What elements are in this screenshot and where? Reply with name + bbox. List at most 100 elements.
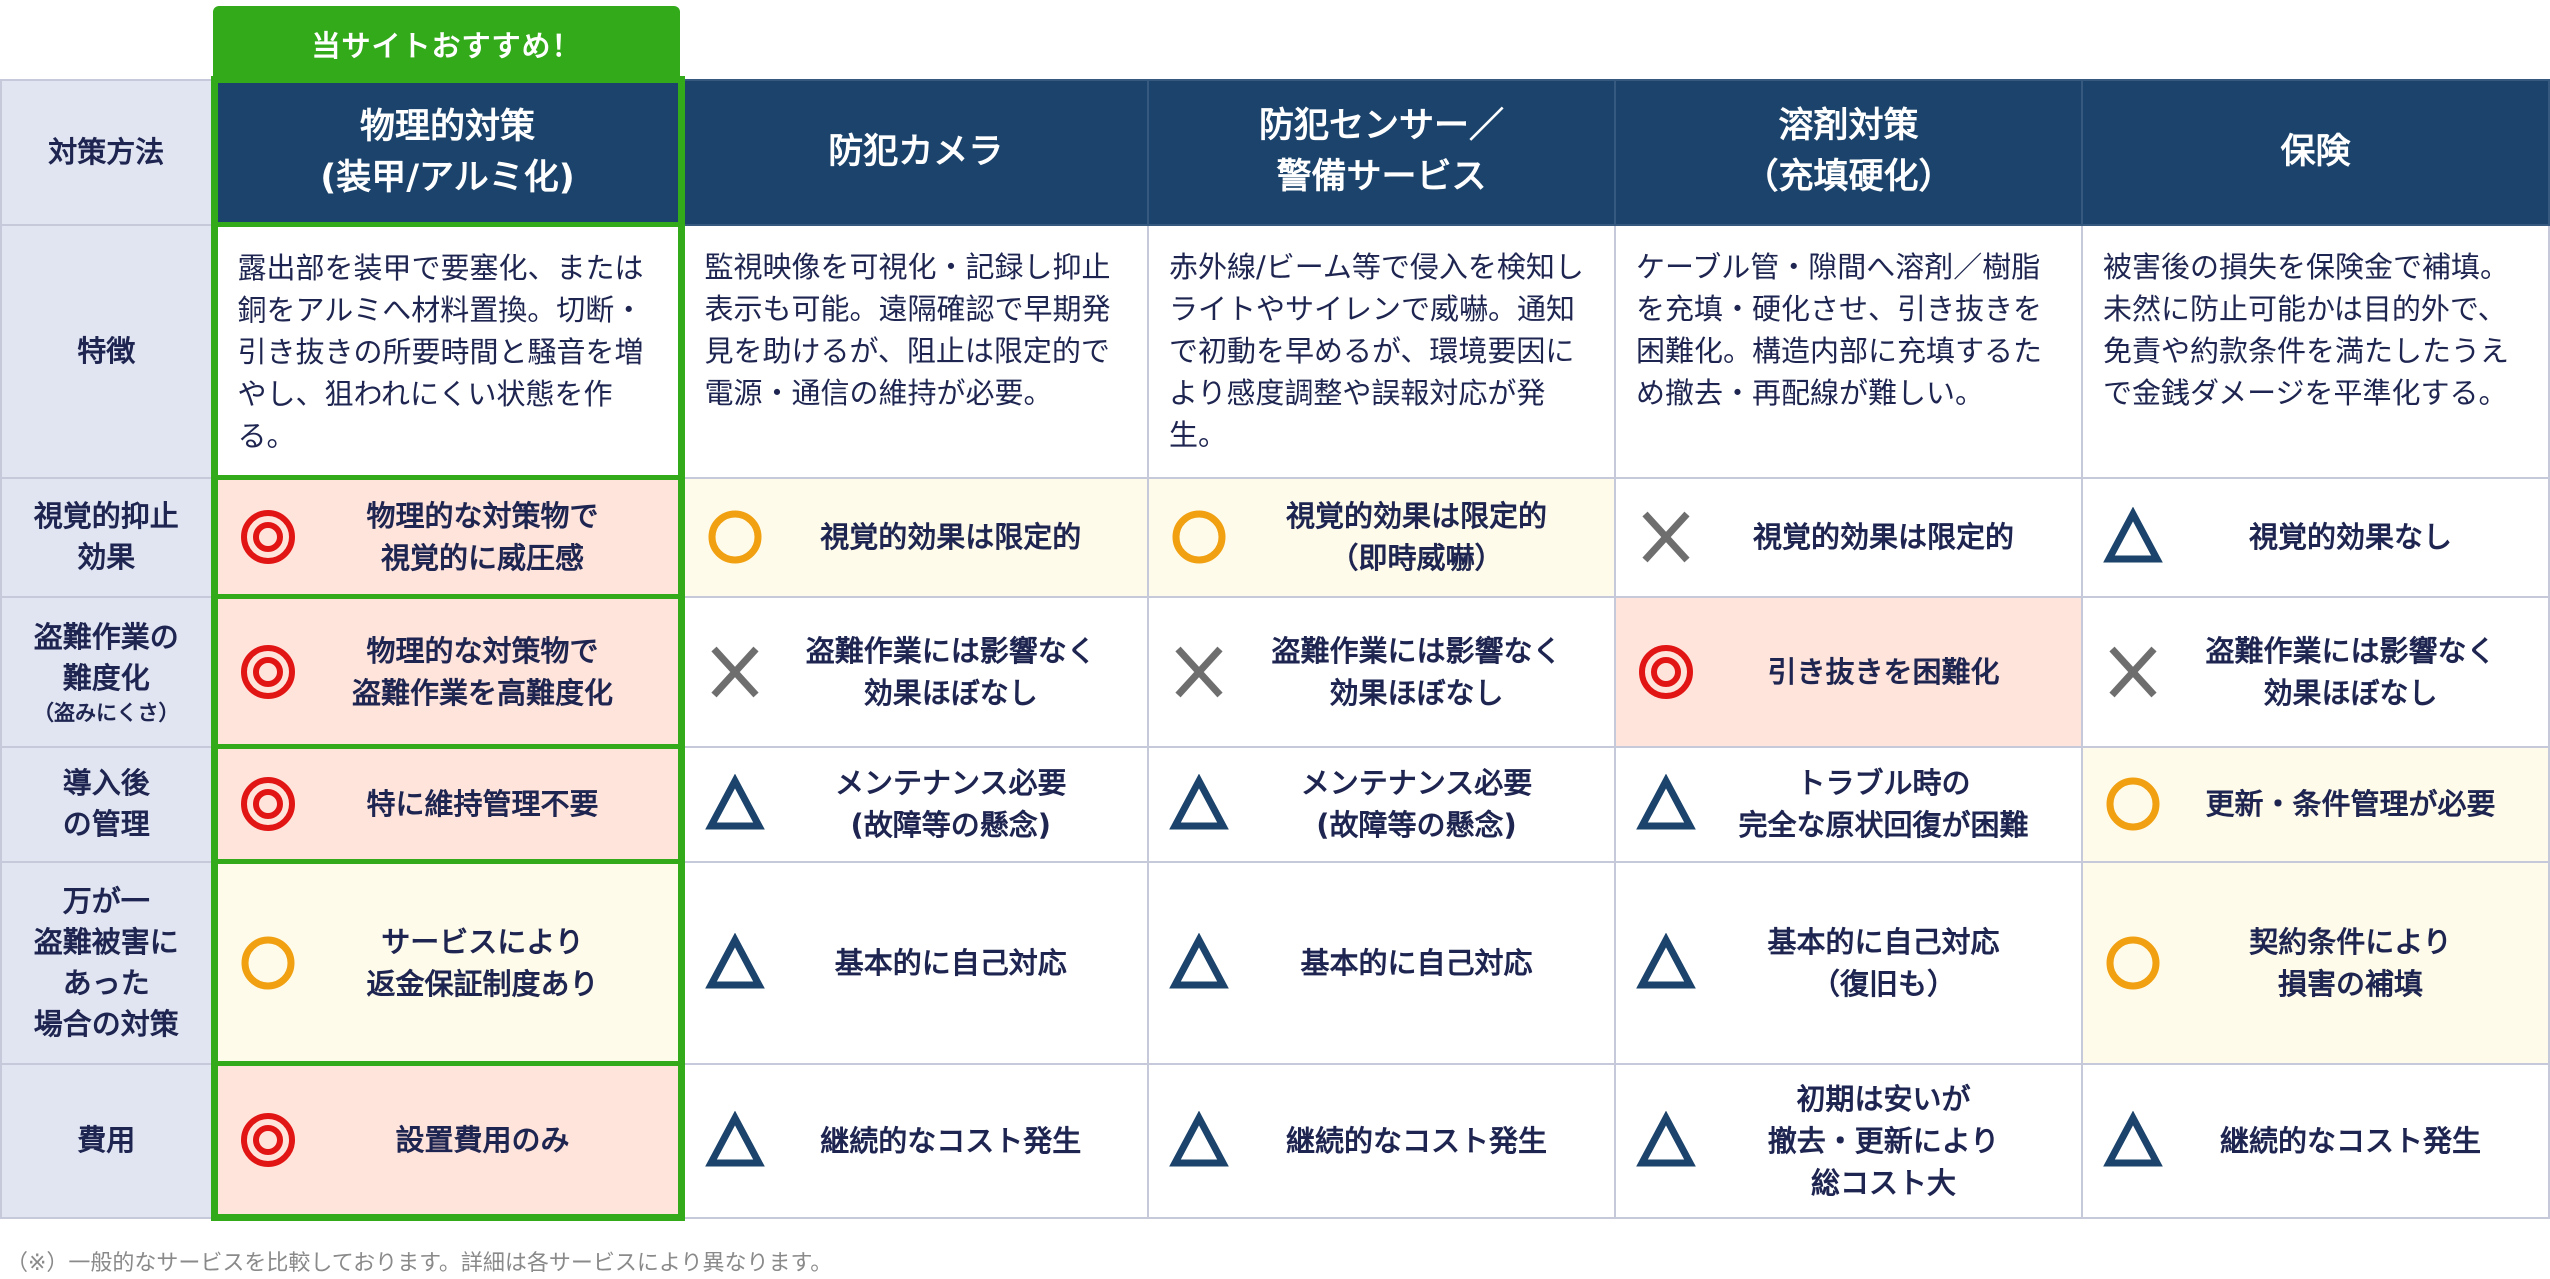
rating-cell: 視覚的効果は限定的 （即時威嚇）: [1147, 476, 1616, 598]
row-label: 万が一盗難被害にあった場合の対策: [0, 860, 215, 1065]
double-circle-icon: [238, 642, 298, 702]
rating-text: 損害の補填: [2277, 966, 2423, 1001]
rating-cell: 盗難作業には影響なく効果ほぼなし: [680, 595, 1149, 748]
rating-cell: 視覚的効果は限定的: [680, 476, 1149, 598]
rating-text: (故障等の懸念): [1316, 808, 1517, 842]
cross-icon: [1169, 642, 1229, 702]
row-label-line: 盗難被害に: [33, 924, 179, 959]
rating-text: メンテナンス必要: [835, 766, 1067, 800]
rating-cell: 基本的に自己対応 （復旧も）: [1614, 860, 2083, 1065]
row-label: 視覚的抑止効果: [0, 476, 215, 598]
circle-icon: [2103, 933, 2163, 993]
row-label-line: 導入後: [62, 766, 150, 800]
rating-text: 契約条件により: [2249, 924, 2452, 959]
rating-text: 視覚的効果は限定的: [820, 520, 1082, 554]
rating-text: 盗難作業には影響なく: [1271, 633, 1562, 668]
rating-text: 基本的に自己対応: [1767, 924, 2000, 959]
rating-text: 物理的な対策物で: [366, 499, 599, 533]
rating-cell: 視覚的効果は限定的: [1614, 476, 2083, 598]
feature-cell: 露出部を装甲で要塞化、または銅をアルミへ材料置換。切断・引き抜きの所要時間と騒音…: [210, 222, 685, 479]
cross-icon: [2103, 642, 2163, 702]
row-label-line: 場合の対策: [33, 1006, 179, 1041]
rating-text: 盗難作業には影響なく: [805, 633, 1096, 668]
column-header-line: 保険: [2280, 131, 2351, 172]
circle-icon: [1169, 507, 1229, 567]
rating-text: 初期は安いが: [1796, 1081, 1971, 1116]
rating-cell: 基本的に自己対応: [1147, 860, 1616, 1065]
triangle-icon: [705, 933, 765, 993]
triangle-icon: [705, 1111, 765, 1171]
rating-row-cost: 費用 設置費用のみ 継続的なコスト発生 継続的なコスト発生 初期は安いが撤去・更…: [0, 1061, 2550, 1221]
column-header-line: 溶剤対策: [1778, 106, 1919, 146]
feature-text: 被害後の損失を保険金で補填。未然に防止可能かは目的外で、免責や約款条件を満たした…: [2103, 249, 2510, 410]
column-header-sensor: 防犯センサー／警備サービス: [1147, 78, 1616, 226]
rating-text: 基本的に自己対応: [834, 945, 1067, 980]
double-circle-icon: [1636, 642, 1696, 702]
circle-icon: [705, 507, 765, 567]
rating-text: (故障等の懸念): [850, 808, 1051, 842]
row-label-line: 視覚的抑止: [33, 499, 179, 533]
rating-text: （復旧も）: [1810, 966, 1956, 1001]
rating-text: 継続的なコスト発生: [2219, 1123, 2481, 1158]
features-row: 特徴 露出部を装甲で要塞化、または銅をアルミへ材料置換。切断・引き抜きの所要時間…: [0, 222, 2550, 479]
rating-row-visual-deterrence: 視覚的抑止効果 物理的な対策物で視覚的に威圧感 視覚的効果は限定的 視覚的効果は…: [0, 475, 2550, 598]
row-label-line: あった: [62, 965, 150, 1000]
feature-cell: 監視映像を可視化・記録し抑止表示も可能。遠隔確認で早期発見を助けるが、阻止は限定…: [680, 223, 1149, 479]
rating-cell: 継続的なコスト発生: [1147, 1062, 1616, 1219]
rating-cell: トラブル時の完全な原状回復が困難: [1614, 745, 2083, 863]
corner-label: 対策方法: [0, 78, 215, 226]
rating-cell: 継続的なコスト発生: [2081, 1062, 2550, 1219]
rating-cell: 設置費用のみ: [210, 1061, 685, 1221]
rating-text: （即時威嚇）: [1329, 541, 1504, 575]
circle-icon: [238, 933, 298, 993]
rating-cell: 初期は安いが撤去・更新により総コスト大: [1614, 1062, 2083, 1219]
row-label-line: 費用: [77, 1123, 136, 1157]
feature-text: 赤外線/ビーム等で侵入を検知しライトやサイレンで威嚇。通知で初動を早めるが、環境…: [1169, 249, 1584, 452]
rating-cell: 盗難作業には影響なく効果ほぼなし: [1147, 595, 1616, 748]
rating-text: 効果ほぼなし: [1329, 675, 1504, 710]
footnote: （※）一般的なサービスを比較しております。詳細は各サービスにより異なります。: [6, 1251, 833, 1276]
rating-cell: 契約条件により損害の補填: [2081, 860, 2550, 1065]
rating-text: 更新・条件管理が必要: [2205, 787, 2496, 821]
triangle-icon: [2103, 1111, 2163, 1171]
rating-text: 完全な原状回復が困難: [1738, 808, 2029, 842]
header-row: 対策方法 物理的対策(装甲/アルミ化) 防犯カメラ 防犯センサー／警備サービス …: [0, 76, 2550, 226]
triangle-icon: [705, 774, 765, 834]
rating-text: 引き抜きを困難化: [1767, 654, 2000, 689]
double-circle-icon: [238, 774, 298, 834]
rating-row-management: 導入後の管理 特に維持管理不要 メンテナンス必要(故障等の懸念) メンテナンス必…: [0, 744, 2550, 863]
column-header-line: 警備サービス: [1276, 157, 1487, 197]
triangle-icon: [2103, 507, 2163, 567]
column-header-line: 防犯カメラ: [828, 131, 1004, 172]
row-label-features: 特徴: [0, 223, 215, 479]
rating-text: 効果ほぼなし: [2263, 675, 2438, 710]
row-label-line: の管理: [62, 807, 150, 841]
rating-text: 継続的なコスト発生: [1285, 1123, 1547, 1158]
rating-text: 視覚的に威圧感: [380, 541, 584, 575]
row-sublabel: （盗みにくさ）: [32, 700, 180, 725]
double-circle-icon: [238, 507, 298, 567]
rating-text: 視覚的効果なし: [2248, 520, 2452, 554]
rating-text: トラブル時の: [1796, 766, 1971, 800]
triangle-icon: [1169, 1111, 1229, 1171]
comparison-table: 対策方法 物理的対策(装甲/アルミ化) 防犯カメラ 防犯センサー／警備サービス …: [0, 76, 2550, 1221]
rating-cell: 継続的なコスト発生: [680, 1062, 1149, 1219]
column-header-line: 物理的対策: [359, 106, 535, 147]
rating-text: 返金保証制度あり: [366, 966, 599, 1001]
feature-cell: 赤外線/ビーム等で侵入を検知しライトやサイレンで威嚇。通知で初動を早めるが、環境…: [1147, 223, 1616, 479]
rating-text: 視覚的効果は限定的: [1285, 499, 1547, 533]
row-label: 導入後の管理: [0, 745, 215, 863]
row-label: 盗難作業の難度化（盗みにくさ）: [0, 595, 215, 748]
rating-cell: メンテナンス必要 (故障等の懸念): [1147, 745, 1616, 863]
cross-icon: [1636, 507, 1696, 567]
column-header-solvent: 溶剤対策（充填硬化）: [1614, 78, 2083, 226]
rating-text: メンテナンス必要: [1300, 766, 1533, 800]
rating-row-theft-difficulty: 盗難作業の難度化（盗みにくさ） 物理的な対策物で盗難作業を高難度化 盗難作業には…: [0, 594, 2550, 748]
triangle-icon: [1169, 933, 1229, 993]
column-header-physical: 物理的対策(装甲/アルミ化): [210, 76, 685, 226]
rating-text: 物理的な対策物で: [366, 633, 599, 668]
triangle-icon: [1636, 774, 1696, 834]
rating-cell: メンテナンス必要 (故障等の懸念): [680, 745, 1149, 863]
column-header-camera: 防犯カメラ: [680, 78, 1149, 226]
rating-cell: 基本的に自己対応: [680, 860, 1149, 1065]
